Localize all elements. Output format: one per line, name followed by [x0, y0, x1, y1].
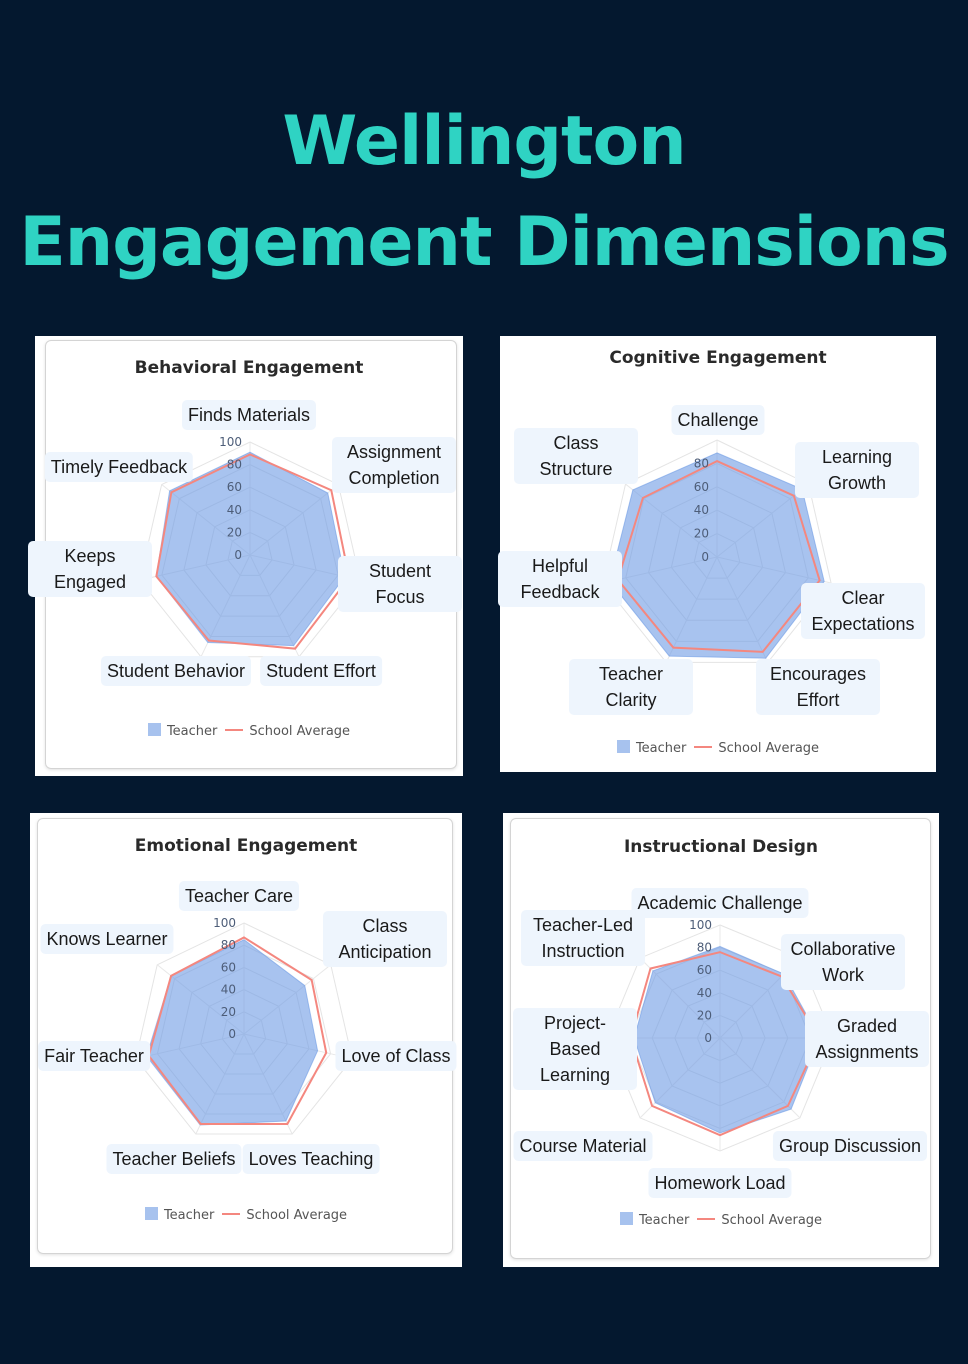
chart-card	[510, 818, 931, 1259]
teacher-legend-swatch[interactable]	[616, 740, 630, 753]
radial-tick-label: 20	[697, 1008, 712, 1022]
grid-ring	[139, 441, 361, 658]
axis-label: Assignment Completion	[332, 437, 456, 493]
grid-ring	[135, 922, 353, 1135]
radar-chart: 0 20 40 60 80 100	[139, 435, 361, 658]
radial-tick-label: 0	[228, 1027, 236, 1041]
chart-title: Cognitive Engagement	[609, 348, 827, 368]
radial-tick-label: 40	[221, 983, 236, 997]
chart-title: Instructional Design	[623, 837, 819, 857]
chart-card	[37, 818, 453, 1254]
teacher-legend-label[interactable]: Teacher	[166, 724, 218, 739]
radial-tick-label: 0	[234, 548, 242, 562]
teacher-legend-label[interactable]: Teacher	[638, 1213, 690, 1228]
radial-tick-label: 100	[219, 435, 242, 449]
school-average-legend-label[interactable]: School Average	[246, 1208, 348, 1223]
axis-label: Class Anticipation	[323, 911, 447, 967]
axis-label: Challenge	[671, 405, 765, 435]
school-average-series-line	[155, 453, 351, 650]
axis-label: Finds Materials	[181, 400, 317, 430]
school-average-legend-line[interactable]	[222, 1213, 241, 1215]
axis-label: Teacher Beliefs	[106, 1144, 242, 1174]
radial-tick-label: 60	[697, 963, 712, 977]
school-average-series-line	[147, 936, 328, 1126]
axis-label: Homework Load	[648, 1168, 792, 1198]
axis-label: Helpful Feedback	[498, 551, 622, 607]
radial-tick-label: 80	[227, 458, 242, 472]
school-average-legend-line[interactable]	[225, 729, 244, 731]
axis-label: Course Material	[513, 1131, 653, 1161]
radar-chart: 0 20 40 60 80 100	[606, 918, 834, 1152]
radial-tick-label: 60	[221, 960, 236, 974]
axis-label: Teacher Care	[178, 881, 300, 911]
axis-label: Love of Class	[335, 1041, 457, 1071]
axis-label: Academic Challenge	[631, 888, 809, 918]
teacher-legend-swatch[interactable]	[619, 1212, 633, 1225]
radial-tick-label: 80	[694, 456, 709, 470]
school-average-legend-line[interactable]	[694, 746, 713, 748]
grid-ring	[602, 439, 832, 663]
radial-tick-label: 40	[227, 503, 242, 517]
axis-label: Encourages Effort	[756, 659, 880, 715]
axis-label: Collaborative Work	[781, 934, 905, 990]
radial-tick-label: 20	[694, 527, 709, 541]
radial-tick-label: 100	[689, 918, 712, 932]
radial-tick-label: 0	[704, 1031, 712, 1045]
axis-label: Knows Learner	[40, 924, 174, 954]
axis-label: Loves Teaching	[242, 1144, 380, 1174]
chart-legend: Teacher School Average	[500, 740, 936, 756]
axis-label: Class Structure	[514, 428, 638, 484]
axis-label: Keeps Engaged	[28, 541, 152, 597]
chart-title: Behavioral Engagement	[134, 358, 364, 378]
radial-tick-label: 40	[697, 986, 712, 1000]
teacher-series-area	[609, 452, 825, 659]
school-average-legend-line[interactable]	[697, 1218, 716, 1220]
radial-tick-label: 100	[213, 916, 236, 930]
teacher-series-area	[633, 945, 820, 1134]
radial-tick-label: 20	[227, 525, 242, 539]
teacher-legend-label[interactable]: Teacher	[163, 1208, 215, 1223]
radial-tick-label: 0	[701, 550, 709, 564]
axis-label: Student Behavior	[100, 656, 252, 686]
radial-tick-label: 80	[697, 941, 712, 955]
axis-label: Project-Based Learning	[513, 1008, 637, 1090]
page-title-line1: Wellington	[282, 102, 686, 181]
axis-label: Student Focus	[338, 556, 462, 612]
school-average-legend-label[interactable]: School Average	[249, 724, 351, 739]
chart-legend: Teacher School Average	[30, 1207, 462, 1223]
axis-label: Teacher Clarity	[569, 659, 693, 715]
teacher-legend-swatch[interactable]	[147, 723, 161, 736]
chart-title: Emotional Engagement	[134, 836, 358, 856]
chart-legend: Teacher School Average	[503, 1212, 939, 1228]
school-average-series-line	[616, 459, 821, 653]
radial-tick-label: 60	[694, 480, 709, 494]
teacher-legend-label[interactable]: Teacher	[635, 741, 687, 756]
radial-tick-label: 60	[227, 480, 242, 494]
radial-tick-label: 80	[221, 938, 236, 952]
axis-label: Graded Assignments	[805, 1011, 929, 1067]
axis-label: Student Effort	[260, 656, 382, 686]
axis-label: Fair Teacher	[38, 1041, 150, 1071]
page-title-line2: Engagement Dimensions	[19, 203, 949, 282]
axis-label: Learning Growth	[795, 442, 919, 498]
axis-label: Clear Expectations	[801, 583, 925, 639]
radar-chart: 0 20 40 60 80	[602, 439, 832, 663]
radial-tick-label: 20	[221, 1005, 236, 1019]
school-average-legend-label[interactable]: School Average	[718, 741, 820, 756]
axis-label: Timely Feedback	[44, 452, 194, 482]
radial-tick-label: 40	[694, 503, 709, 517]
school-average-series-line	[629, 951, 821, 1137]
behavioral-chart-panel: Behavioral Engagement 0 20 40 60 80 100 Finds M…	[28, 336, 463, 776]
school-average-legend-label[interactable]: School Average	[721, 1213, 823, 1228]
chart-legend: Teacher School Average	[35, 723, 463, 739]
radar-chart: 0 20 40 60 80 100	[135, 916, 353, 1135]
axis-label: Teacher-Led Instruction	[521, 910, 645, 966]
teacher-legend-swatch[interactable]	[144, 1207, 158, 1220]
axis-label: Group Discussion	[772, 1131, 928, 1161]
